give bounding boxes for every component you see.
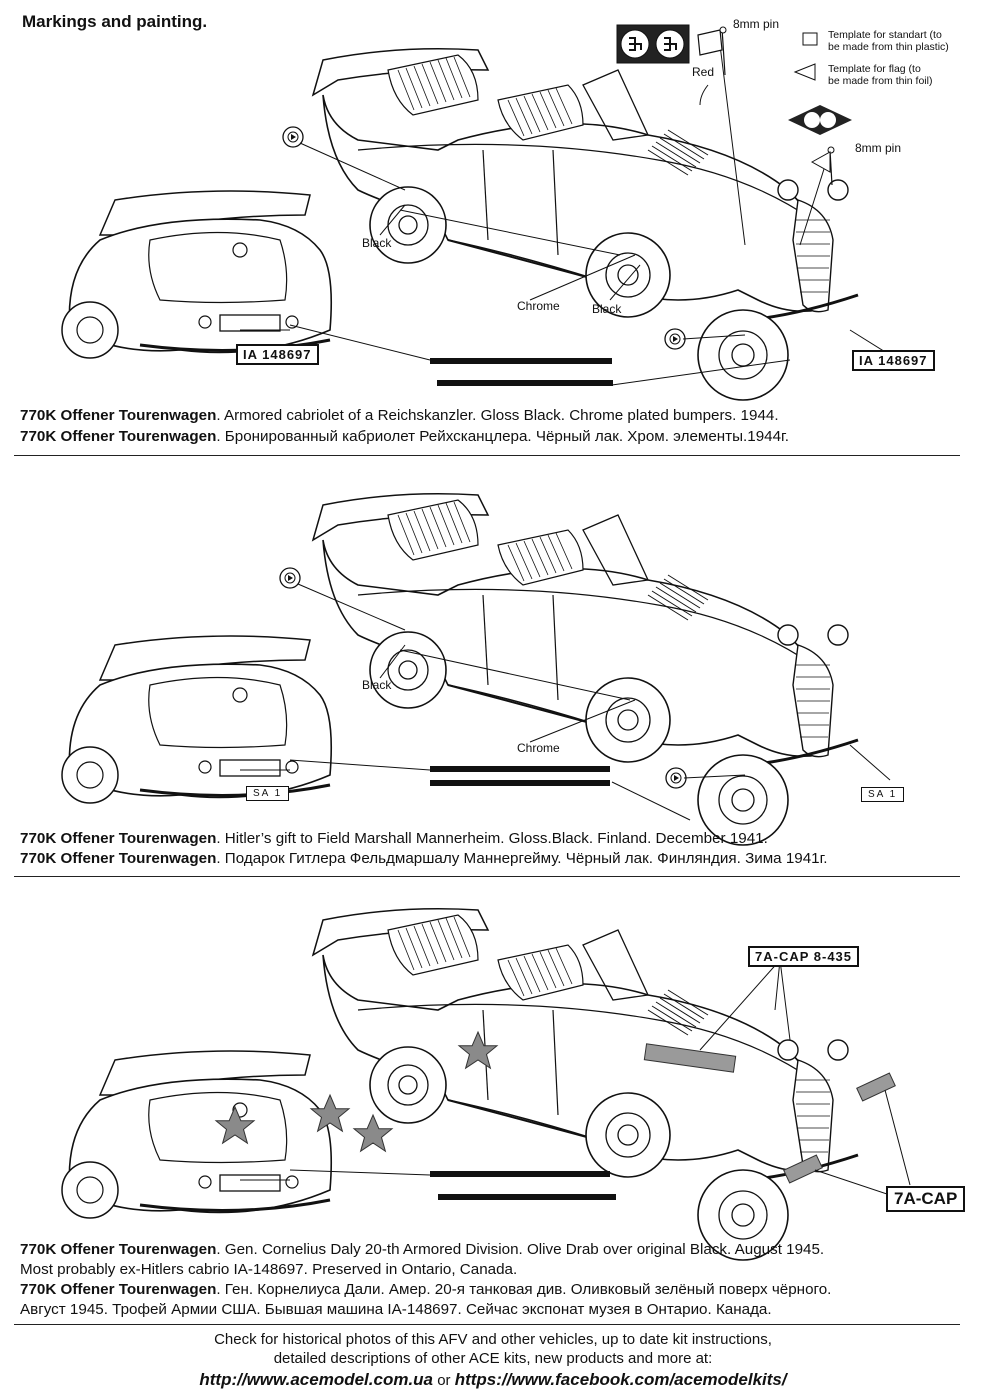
scheme2-black-label: Black <box>362 678 392 692</box>
red-label: Red <box>692 65 715 79</box>
scheme3-caption-en: 770K Offener Tourenwagen. Gen. Cornelius… <box>20 1240 824 1260</box>
scheme3-front-plate: 7A-CAP <box>886 1186 966 1212</box>
footer-line1: Check for historical photos of this AFV … <box>214 1331 772 1348</box>
template-flag-line2: be made from thin foil) <box>828 75 933 87</box>
footer-line2: detailed descriptions of other ACE kits,… <box>273 1350 713 1367</box>
footer-or: or <box>433 1372 455 1389</box>
scheme2-caption-ru: 770K Offener Tourenwagen. Подарок Гитлер… <box>20 849 828 869</box>
scheme1-caption-ru-title: 770K Offener Tourenwagen <box>20 428 217 445</box>
facebook-link[interactable]: https://www.facebook.com/acemodelkits/ <box>454 1370 787 1389</box>
scheme2-front-plate: SA 1 <box>861 787 905 802</box>
website-link[interactable]: http://www.acemodel.com.ua <box>199 1370 434 1389</box>
pin-side-label: 8mm pin <box>855 141 902 155</box>
scheme3-caption-en-line2: Most probably ex-Hitlers cabrio IA-14869… <box>20 1261 518 1278</box>
footer: Check for historical photos of this AFV … <box>0 1330 986 1390</box>
scheme3-caption-ru-title: 770K Offener Tourenwagen <box>20 1281 217 1298</box>
scheme1-caption-en-title: 770K Offener Tourenwagen <box>20 407 217 424</box>
legend-icons <box>616 24 852 186</box>
scheme1-black-label-2: Black <box>592 302 622 316</box>
scheme2-caption-en-rest: . Hitler’s gift to Field Marshall Manner… <box>216 830 768 847</box>
scheme2-car-side <box>311 492 860 847</box>
scheme3-hood-plate: 7A-CAP 8-435 <box>748 946 860 967</box>
scheme1-caption-en-rest: . Armored cabriolet of a Reichskanzler. … <box>216 407 779 424</box>
scheme1-car-rear <box>60 189 333 360</box>
scheme1-caption-ru-rest: . Бронированный кабриолет Рейхсканцлера.… <box>216 428 789 445</box>
scheme3-markings <box>215 959 911 1200</box>
scheme2-caption-en: 770K Offener Tourenwagen. Hitler’s gift … <box>20 829 768 849</box>
scheme3-car-rear <box>60 1049 333 1220</box>
scheme3-caption-en-title: 770K Offener Tourenwagen <box>20 1241 217 1258</box>
template-flag-note: Template for flag (to be made from thin … <box>828 63 932 87</box>
page-title: Markings and painting. <box>22 12 208 31</box>
large-star <box>353 1114 393 1152</box>
scheme1-rear-plate: IA 148697 <box>236 344 319 365</box>
scheme2-rear-plate: SA 1 <box>246 786 290 801</box>
pin-top-label: 8mm pin <box>733 17 780 31</box>
scheme1-chrome-label: Chrome <box>517 299 560 313</box>
scheme2-caption-en-title: 770K Offener Tourenwagen <box>20 830 217 847</box>
divider-2 <box>14 876 960 877</box>
template-flag-line1: Template for flag (to <box>828 63 921 75</box>
scheme3-caption-ru-line2: Август 1945. Трофей Армии США. Бывшая ма… <box>20 1301 772 1318</box>
divider-3 <box>14 1324 960 1325</box>
scheme3-caption-ru-rest: . Ген. Корнелиуса Дали. Амер. 20-я танко… <box>216 1281 832 1298</box>
scheme1-black-label-1: Black <box>362 236 392 250</box>
divider-1 <box>14 455 960 456</box>
scheme1-caption-ru: 770K Offener Tourenwagen. Бронированный … <box>20 427 789 447</box>
scheme3-caption-en-rest: . Gen. Cornelius Daly 20-th Armored Divi… <box>216 1241 825 1258</box>
scheme1-front-plate: IA 148697 <box>852 350 935 371</box>
template-standard-line1: Template for standart (to <box>828 29 942 41</box>
scheme2-car-rear <box>60 634 333 805</box>
ss-badge-text: S S <box>807 112 840 124</box>
template-standard-note: Template for standart (to be made from t… <box>828 29 949 53</box>
scheme3-caption-ru: 770K Offener Tourenwagen. Ген. Корнелиус… <box>20 1280 831 1300</box>
template-standard-line2: be made from thin plastic) <box>828 41 949 53</box>
scheme2-callouts <box>240 567 891 821</box>
scheme1-car-side <box>311 47 860 402</box>
scheme2-caption-ru-rest: . Подарок Гитлера Фельдмаршалу Маннергей… <box>216 850 828 867</box>
scheme2-caption-ru-title: 770K Offener Tourenwagen <box>20 850 217 867</box>
footer-links: http://www.acemodel.com.ua or https://ww… <box>0 1370 986 1390</box>
scheme2-chrome-label: Chrome <box>517 741 560 755</box>
scheme1-caption-en: 770K Offener Tourenwagen. Armored cabrio… <box>20 406 779 426</box>
